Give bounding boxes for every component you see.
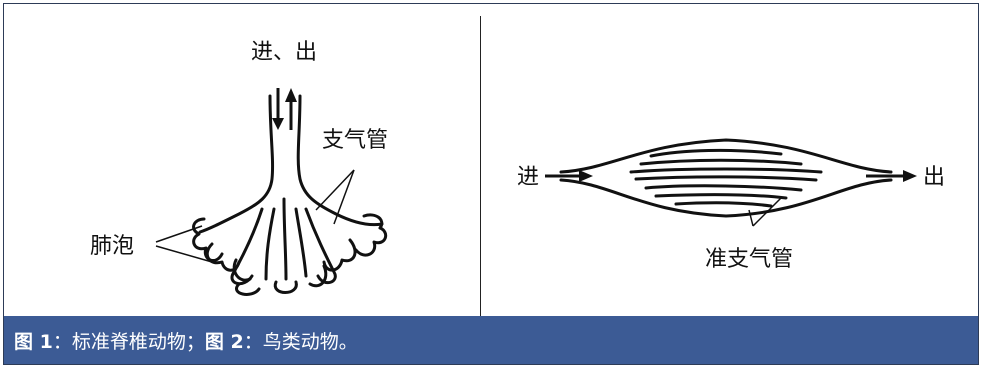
airflow-arrows bbox=[272, 88, 297, 130]
in-out-label: 进、出 bbox=[251, 40, 317, 65]
bronchial-tree bbox=[192, 94, 388, 296]
caption-fig1-sep: ： bbox=[52, 330, 72, 353]
figure-caption: 图 1：标准脊椎动物；图 2：鸟类动物。 bbox=[4, 316, 978, 364]
caption-fig1-text: 标准脊椎动物； bbox=[71, 330, 205, 353]
figure-frame: 进、出 bbox=[3, 3, 979, 365]
bird-lung-diagram: 进 出 bbox=[517, 138, 945, 272]
panel-divider bbox=[480, 16, 481, 316]
in-label: 进 bbox=[517, 165, 539, 190]
caption-fig2-sep: ： bbox=[243, 330, 263, 353]
out-label: 出 bbox=[923, 165, 945, 190]
figure-2-panel: 进 出 bbox=[481, 4, 979, 300]
caption-fig2-label: 图 2 bbox=[204, 330, 244, 353]
caption-fig2-text: 鸟类动物。 bbox=[262, 330, 358, 353]
alveoli-label: 肺泡 bbox=[90, 234, 134, 259]
bronchi-leader-lines bbox=[315, 169, 355, 225]
caption-fig1-label: 图 1 bbox=[14, 330, 53, 353]
figure-1-panel: 进、出 bbox=[4, 4, 480, 300]
out-arrow bbox=[866, 170, 917, 182]
parabronchi-leader-lines bbox=[748, 197, 782, 227]
parabronchi-label: 准支气管 bbox=[705, 247, 793, 272]
in-arrow bbox=[545, 170, 593, 182]
vertebrate-lung-diagram: 进、出 bbox=[90, 40, 388, 296]
bronchi-label: 支气管 bbox=[322, 128, 388, 153]
alveoli-leader-lines bbox=[155, 225, 213, 263]
parabronchi-lens bbox=[559, 138, 893, 218]
